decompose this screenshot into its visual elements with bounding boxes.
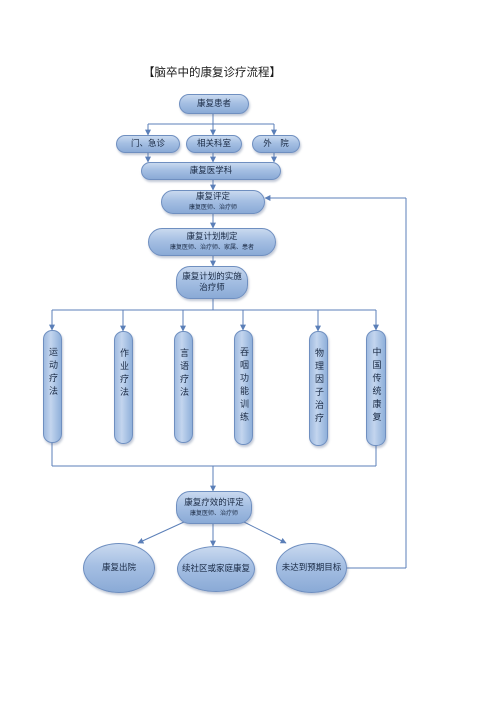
node-plan-sub: 康复医师、治疗师、家属、患者 <box>169 244 254 251</box>
node-not-met-label: 未达到预期目标 <box>281 562 342 573</box>
node-implement-label: 康复计划的实施 <box>182 271 242 282</box>
node-evaluation: 康复疗效的评定 康复医师、治疗师 <box>176 491 252 524</box>
therapy-occupational-label: 作业疗法 <box>118 348 128 400</box>
node-assessment-sub: 康复医师、治疗师 <box>188 204 237 211</box>
node-assessment: 康复评定 康复医师、治疗师 <box>161 190 265 214</box>
node-community: 续社区或家庭康复 <box>177 546 255 592</box>
therapy-traditional: 中国传统康复 <box>366 330 386 446</box>
therapy-speech-label: 言语疗法 <box>178 348 188 400</box>
therapy-occupational: 作业疗法 <box>114 331 133 444</box>
therapy-exercise: 运动疗法 <box>43 330 62 443</box>
node-evaluation-sub: 康复医师、治疗师 <box>189 509 238 517</box>
therapy-exercise-label: 运动疗法 <box>47 347 57 399</box>
node-outpatient-label: 门、急诊 <box>130 138 165 149</box>
node-external-label: 外 院 <box>263 138 289 149</box>
page-title: 【脑卒中的康复诊疗流程】 <box>143 65 281 79</box>
node-plan-label: 康复计划制定 <box>186 232 238 242</box>
node-assessment-label: 康复评定 <box>195 192 230 202</box>
node-related-dept-label: 相关科室 <box>196 138 231 149</box>
node-implement-sub: 治疗师 <box>199 282 225 293</box>
therapy-physical-factor: 物理因子治疗 <box>309 331 328 446</box>
therapy-traditional-label: 中国传统康复 <box>370 347 381 425</box>
node-patient-label: 康复患者 <box>196 98 231 109</box>
node-outpatient: 门、急诊 <box>116 135 180 153</box>
node-evaluation-label: 康复疗效的评定 <box>184 497 244 508</box>
node-external: 外 院 <box>252 135 300 153</box>
node-patient: 康复患者 <box>179 94 249 114</box>
therapy-speech: 言语疗法 <box>174 331 193 443</box>
node-implement: 康复计划的实施 治疗师 <box>176 266 248 299</box>
node-rehab-medicine: 康复医学科 <box>141 162 281 180</box>
node-rehab-medicine-label: 康复医学科 <box>189 165 233 176</box>
therapy-swallowing-label: 吞咽功能训练 <box>238 347 248 425</box>
therapy-swallowing: 吞咽功能训练 <box>234 330 253 445</box>
node-discharge: 康复出院 <box>83 543 155 593</box>
node-plan: 康复计划制定 康复医师、治疗师、家属、患者 <box>148 228 276 256</box>
node-discharge-label: 康复出院 <box>101 562 136 573</box>
node-not-met: 未达到预期目标 <box>276 543 347 593</box>
node-community-label: 续社区或家庭康复 <box>181 563 250 574</box>
node-related-dept: 相关科室 <box>186 135 242 153</box>
therapy-physical-factor-label: 物理因子治疗 <box>313 348 323 426</box>
